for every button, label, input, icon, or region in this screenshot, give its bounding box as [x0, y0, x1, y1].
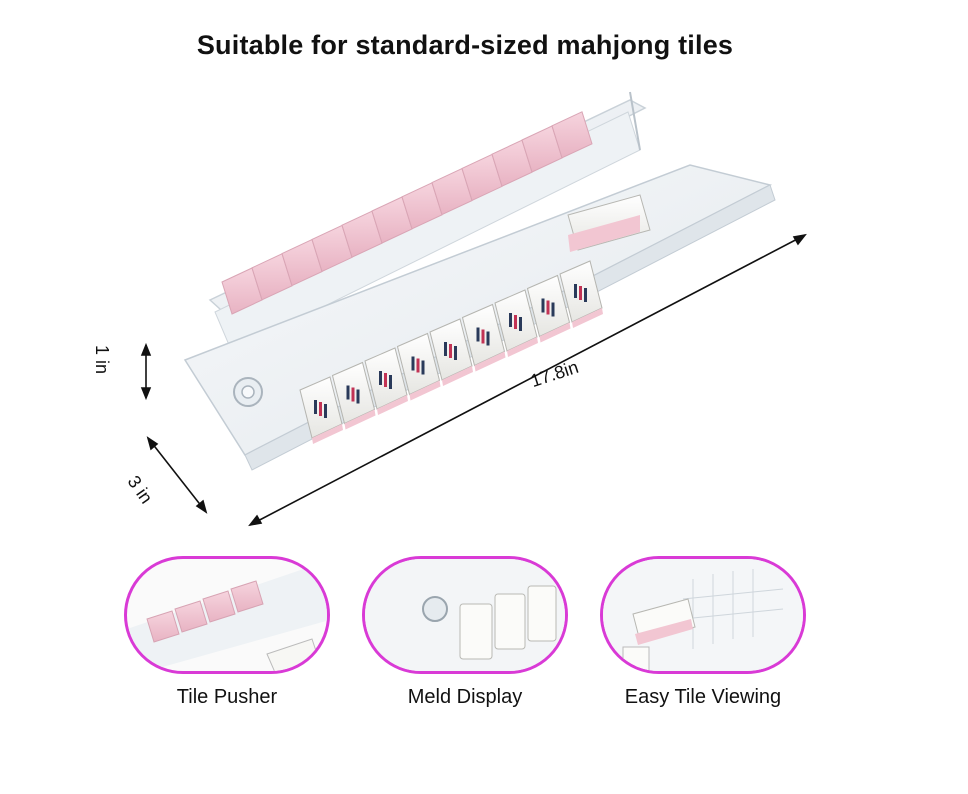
- tile-pusher-caption: Tile Pusher: [176, 686, 278, 708]
- tile-pusher-badge: [124, 556, 330, 674]
- pink-tile: [551, 111, 593, 159]
- meld-display-badge: [362, 556, 568, 674]
- meld-display-thumbnail: [365, 559, 565, 671]
- white-tile: [299, 376, 343, 444]
- white-tile: [461, 303, 506, 372]
- white-tile: [494, 289, 538, 357]
- meld-display-caption: Meld Display: [407, 686, 523, 708]
- easy-tile-viewing-thumbnail: [603, 559, 803, 671]
- dimension-arrows: [140, 233, 807, 527]
- white-tile: [429, 318, 473, 386]
- white-tile: [331, 361, 376, 430]
- easy-tile-viewing-badge: [600, 556, 806, 674]
- raised-tiles: [567, 194, 651, 252]
- mahjong-rack-illustration: [140, 91, 807, 527]
- tile-pusher-thumbnail: [127, 561, 327, 671]
- page-title: Suitable for standard-sized mahjong tile…: [196, 30, 734, 60]
- pink-tile-row: [221, 111, 593, 315]
- height-dimension-label: 1 in: [92, 345, 112, 375]
- white-tile: [364, 347, 408, 415]
- white-tile: [526, 274, 571, 343]
- white-tile: [559, 260, 603, 328]
- white-tile: [396, 332, 441, 401]
- easy-tile-viewing-caption: Easy Tile Viewing: [624, 686, 782, 708]
- white-tile-row: [299, 260, 603, 444]
